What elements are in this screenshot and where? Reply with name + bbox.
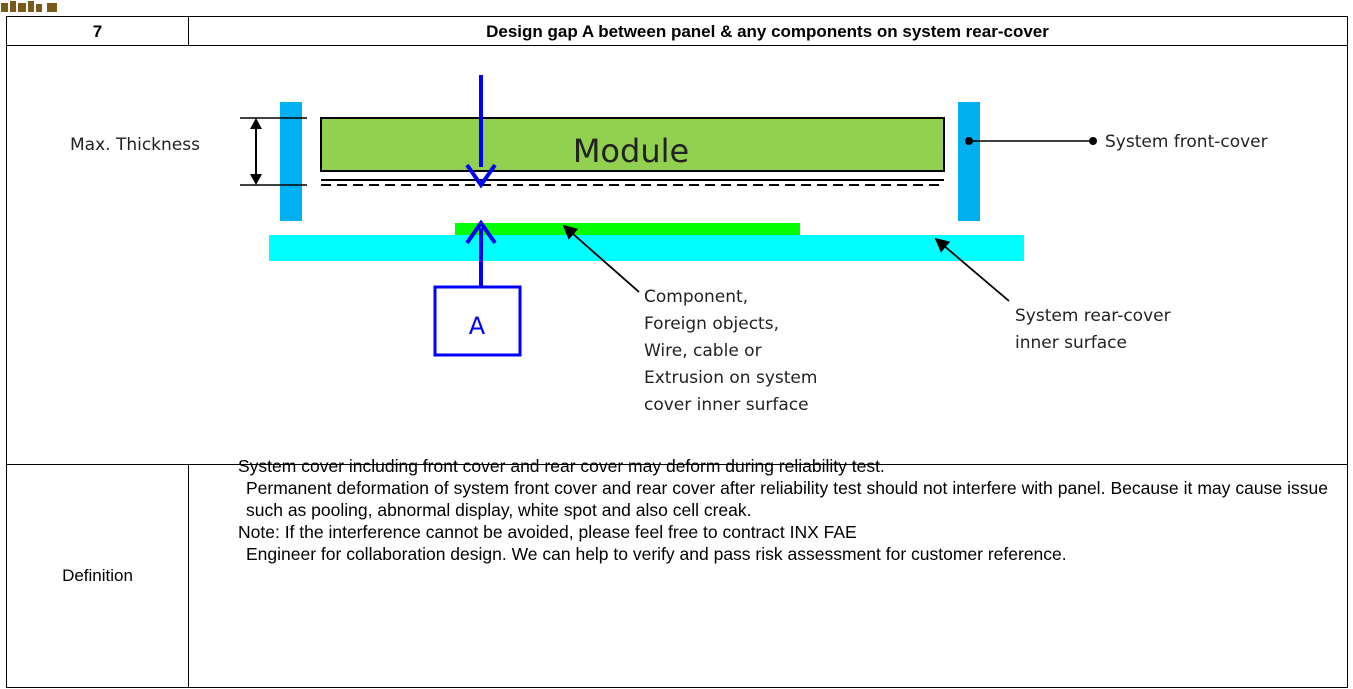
section-title: Design gap A between panel & any compone… [486,21,1049,41]
header-divider [7,45,1347,46]
gap-a-label: A [469,312,486,340]
definition-paragraph-rest: Permanent deformation of system front co… [246,478,1328,520]
module-label: Module [573,132,689,170]
rear-cover [269,235,1024,261]
definition-label: Definition [62,566,133,585]
gap-a-box [433,285,522,357]
front-cover-label: System front-cover [1105,132,1268,152]
company-logo [0,0,62,12]
definition-text: System cover including front cover and r… [238,455,1328,565]
spec-table: 7 Design gap A between panel & any compo… [6,16,1348,688]
rear-cover-label: System rear-cover inner surface [1015,306,1176,353]
front-cover-left [280,102,302,221]
section-number: 7 [92,21,103,41]
definition-paragraph-first: System cover including front cover and r… [238,456,885,476]
down-arrow-head [465,163,497,189]
definition-note-rest: Engineer for collaboration design. We ca… [246,544,1067,564]
component-label: Component, Foreign objects, Wire, cable … [644,287,823,415]
max-thickness-label: Max. Thickness [70,135,200,155]
header-column-divider [188,17,189,46]
gap-diagram: Module Max. Thickness System front-cover… [70,75,1268,415]
up-arrow-head [465,219,497,245]
component-block [455,223,800,235]
module-block [320,117,945,172]
definition-column-divider [188,464,189,687]
diagram-divider [7,464,1347,465]
front-cover-right [958,102,980,221]
definition-note-first: Note: If the interference cannot be avoi… [238,522,857,542]
